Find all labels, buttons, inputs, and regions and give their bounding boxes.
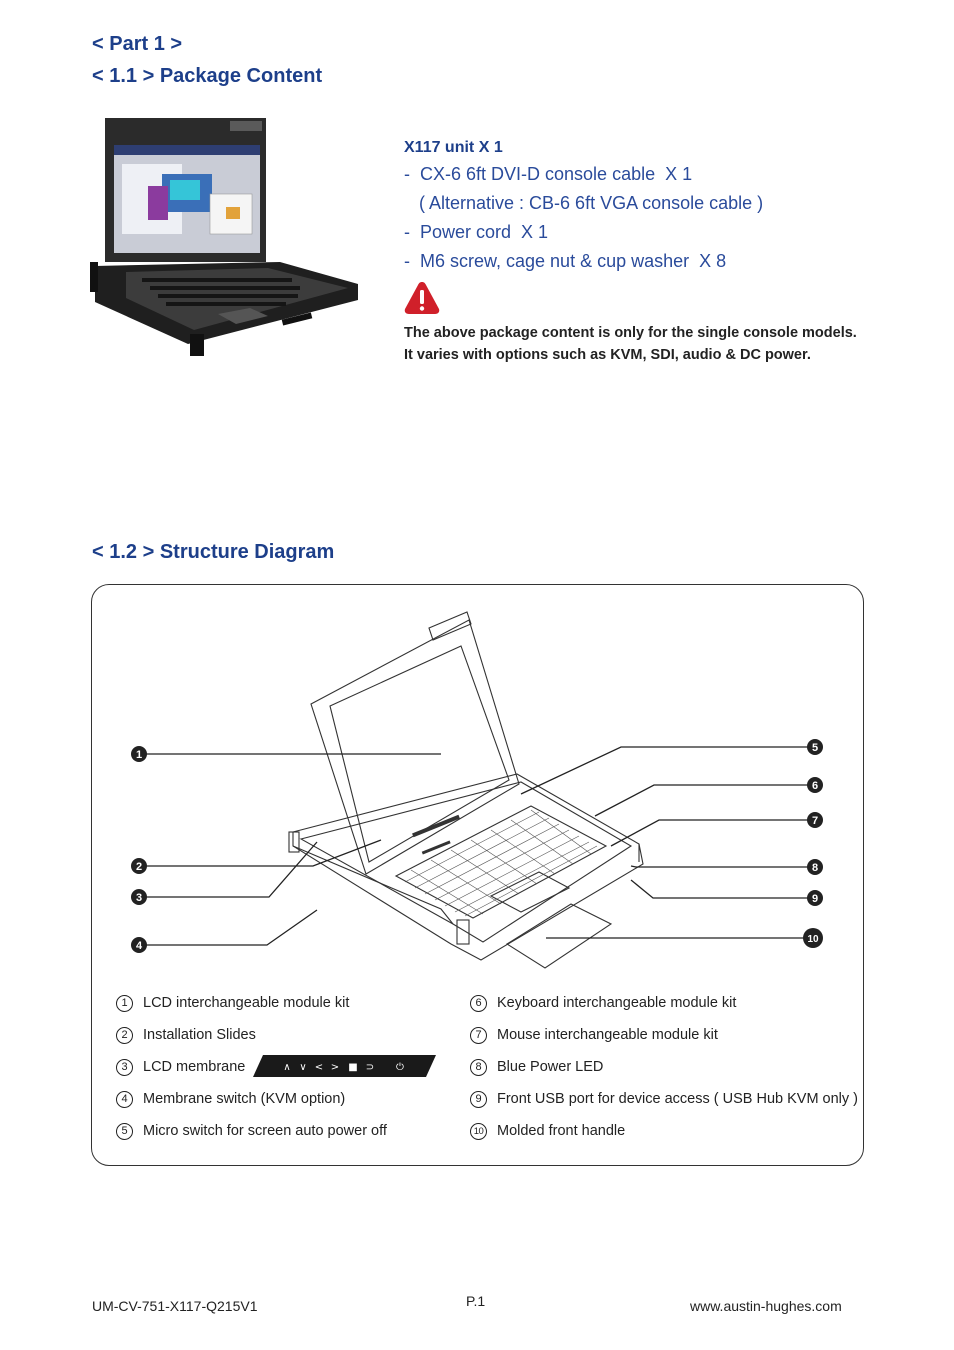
- membrane-key-right: >: [331, 1062, 339, 1073]
- product-photo: [90, 118, 358, 356]
- legend-item: 2 Installation Slides: [116, 1026, 456, 1058]
- legend-left: 1 LCD interchangeable module kit 2 Insta…: [116, 994, 456, 1154]
- membrane-key-down: ∨: [299, 1062, 306, 1073]
- legend-label: Blue Power LED: [497, 1059, 604, 1075]
- legend-item: 8 Blue Power LED: [470, 1058, 860, 1090]
- package-item: ( Alternative : CB-6 6ft VGA console cab…: [404, 193, 764, 213]
- legend-number: 9: [470, 1091, 487, 1108]
- legend-label: Mouse interchangeable module kit: [497, 1027, 718, 1043]
- package-item: - CX-6 6ft DVI-D console cable X 1: [404, 164, 693, 184]
- note-line: It varies with options such as KVM, SDI,…: [404, 347, 811, 363]
- legend-number: 2: [116, 1027, 133, 1044]
- membrane-key-menu: ■: [348, 1062, 357, 1073]
- part-heading: < Part 1 >: [92, 33, 183, 55]
- section-heading-package-content: < 1.1 > Package Content: [92, 65, 323, 87]
- legend-label: Membrane switch (KVM option): [143, 1091, 346, 1107]
- callout-7: 7: [812, 815, 818, 827]
- footer-page-number: P.1: [466, 1293, 486, 1309]
- legend-item: 7 Mouse interchangeable module kit: [470, 1026, 860, 1058]
- legend-item: 10 Molded front handle: [470, 1122, 860, 1154]
- package-item: - M6 screw, cage nut & cup washer X 8: [404, 251, 727, 271]
- membrane-key-power: ⏻: [396, 1062, 404, 1073]
- package-main-item: X117 unit X 1: [404, 139, 503, 156]
- warning-icon: [404, 282, 440, 314]
- legend-item: 1 LCD interchangeable module kit: [116, 994, 456, 1026]
- legend-label: Keyboard interchangeable module kit: [497, 995, 737, 1011]
- structure-diagram: 1 2 3 4 5 6 7 8 9 10: [131, 611, 823, 969]
- package-note: The above package content is only for th…: [404, 322, 857, 366]
- callout-2: 2: [136, 861, 142, 873]
- legend-label: Front USB port for device access ( USB H…: [497, 1091, 859, 1107]
- legend-label: Micro switch for screen auto power off: [143, 1123, 387, 1139]
- callout-3: 3: [136, 892, 142, 904]
- legend-number: 10: [470, 1123, 487, 1140]
- legend-item: 5 Micro switch for screen auto power off: [116, 1122, 456, 1154]
- legend-number: 3: [116, 1059, 133, 1076]
- legend-item: 4 Membrane switch (KVM option): [116, 1090, 456, 1122]
- callout-6: 6: [812, 780, 818, 792]
- legend-number: 1: [116, 995, 133, 1012]
- legend-number: 7: [470, 1027, 487, 1044]
- callout-1: 1: [136, 749, 142, 761]
- membrane-key-up: ∧: [283, 1062, 290, 1073]
- legend-item: 3 LCD membrane ∧ ∨ < > ■ ⊃ ⏻: [116, 1055, 456, 1090]
- legend-number: 4: [116, 1091, 133, 1108]
- membrane-key-left: <: [315, 1062, 323, 1073]
- structure-diagram-frame: [91, 584, 864, 1166]
- callout-9: 9: [812, 893, 818, 905]
- legend-right: 6 Keyboard interchangeable module kit 7 …: [470, 994, 860, 1154]
- callout-5: 5: [812, 742, 818, 754]
- footer-website: www.austin-hughes.com: [690, 1298, 842, 1314]
- callout-10: 10: [807, 934, 819, 945]
- legend-label: Installation Slides: [143, 1027, 256, 1043]
- callout-4: 4: [136, 940, 143, 952]
- package-list: X117 unit X 1 - CX-6 6ft DVI-D console c…: [404, 136, 924, 276]
- section-heading-structure-diagram: < 1.2 > Structure Diagram: [92, 541, 335, 563]
- legend-item: 9 Front USB port for device access ( USB…: [470, 1090, 860, 1122]
- legend-label: Molded front handle: [497, 1123, 626, 1139]
- package-item: - Power cord X 1: [404, 222, 549, 242]
- legend-label: LCD membrane: [143, 1059, 246, 1075]
- note-line: The above package content is only for th…: [404, 325, 857, 341]
- legend-number: 6: [470, 995, 487, 1012]
- callout-8: 8: [812, 862, 818, 874]
- footer-doc-id: UM-CV-751-X117-Q215V1: [92, 1298, 258, 1314]
- legend-number: 5: [116, 1123, 133, 1140]
- legend-item: 6 Keyboard interchangeable module kit: [470, 994, 860, 1026]
- legend-label: LCD interchangeable module kit: [143, 995, 350, 1011]
- legend-number: 8: [470, 1059, 487, 1076]
- membrane-key-exit: ⊃: [366, 1062, 374, 1073]
- lcd-membrane-keypad: ∧ ∨ < > ■ ⊃ ⏻: [253, 1055, 436, 1077]
